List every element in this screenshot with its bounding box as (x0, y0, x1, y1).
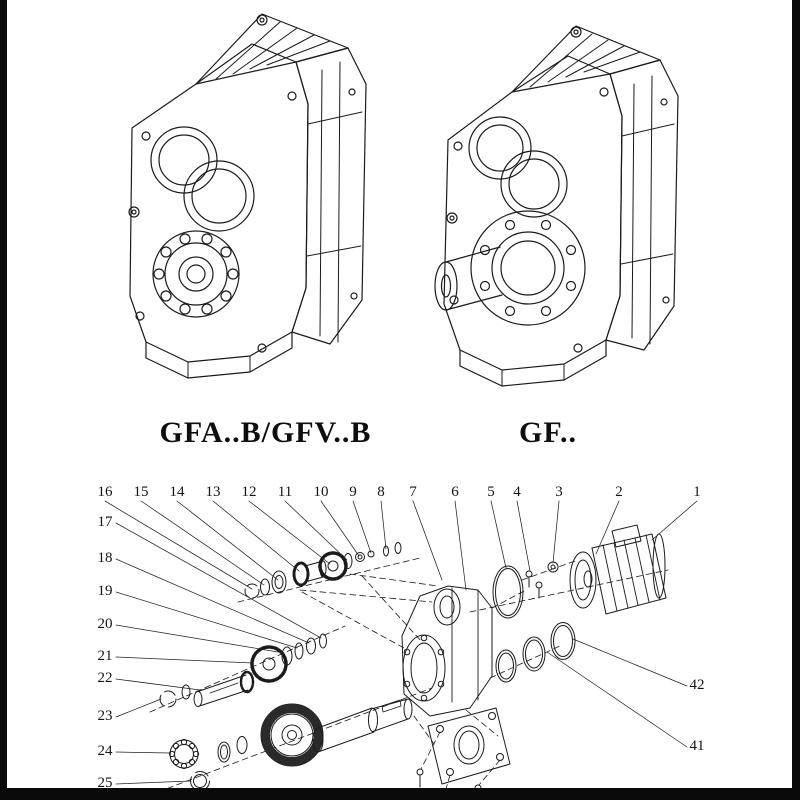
intermediate-shaft-parts (159, 633, 327, 708)
callout-21: 21 (97, 648, 113, 664)
output-shaft-parts (168, 698, 511, 800)
model-label-gf: GF.. (519, 416, 577, 449)
flange-bolt-holes (479, 219, 577, 317)
callout-11: 11 (277, 484, 293, 500)
retaining-rings (495, 622, 576, 683)
callout-8: 8 (377, 484, 385, 500)
callout-3: 3 (555, 484, 563, 500)
callout-2: 2 (615, 484, 623, 500)
callout-13: 13 (205, 484, 221, 500)
exploded-view-drawing (104, 500, 698, 800)
callout-4: 4 (513, 484, 521, 500)
callout-23: 23 (97, 708, 113, 724)
callout-10: 10 (313, 484, 329, 500)
callout-22: 22 (97, 670, 113, 686)
callout-24: 24 (97, 743, 113, 759)
callout-41: 41 (689, 738, 705, 754)
output-shaft (434, 246, 503, 311)
gearbox-drawing-gfab-gfvb (128, 13, 367, 379)
gasket-and-fasteners (492, 561, 559, 619)
callout-9: 9 (349, 484, 357, 500)
callout-19: 19 (97, 583, 113, 599)
callout-1: 1 (693, 484, 701, 500)
motor-assembly (569, 524, 667, 615)
bearing-balls (153, 233, 239, 315)
callout-25: 25 (97, 775, 113, 791)
gearbox-drawing-gf (434, 25, 679, 387)
callout-18: 18 (97, 550, 113, 566)
callout-12: 12 (241, 484, 257, 500)
callout-42: 42 (689, 677, 705, 693)
callout-leader-lines (104, 500, 698, 785)
callout-7: 7 (409, 484, 417, 500)
frame-edge-bottom (0, 788, 800, 800)
callout-15: 15 (133, 484, 149, 500)
callout-6: 6 (451, 484, 459, 500)
frame-edge-right (792, 0, 800, 800)
callout-14: 14 (169, 484, 185, 500)
model-label-gfab-gfvb: GFA..B/GFV..B (159, 416, 372, 449)
callout-20: 20 (97, 616, 113, 632)
input-shaft-parts (244, 542, 402, 599)
callout-16: 16 (97, 484, 113, 500)
callout-17: 17 (97, 514, 113, 530)
frame-edge-left (0, 0, 7, 800)
callout-5: 5 (487, 484, 495, 500)
axis-centerlines (149, 557, 669, 793)
housing (401, 585, 493, 717)
